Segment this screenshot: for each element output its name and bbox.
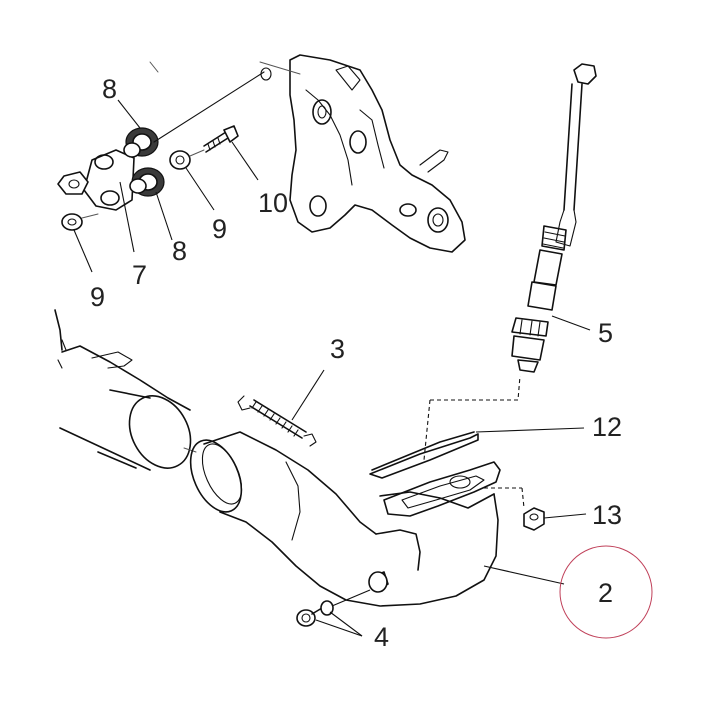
flange-nut bbox=[521, 487, 545, 531]
gear-lower bbox=[129, 167, 165, 197]
callout-2: 2 bbox=[598, 578, 613, 608]
spring bbox=[237, 395, 317, 447]
highlight-circle bbox=[559, 545, 653, 639]
callout-8-lower: 8 bbox=[172, 236, 187, 266]
callout-9-left: 9 bbox=[90, 282, 105, 312]
callout-8-upper: 8 bbox=[102, 74, 117, 104]
callout-3: 3 bbox=[330, 334, 345, 364]
bolt bbox=[189, 125, 239, 157]
callout-4: 4 bbox=[374, 622, 389, 652]
exhaust-bend bbox=[189, 431, 499, 607]
callout-13: 13 bbox=[592, 500, 622, 530]
header-pipe-left bbox=[54, 309, 197, 471]
callout-labels: 8 10 9 8 7 9 3 5 12 13 2 4 bbox=[90, 74, 622, 652]
callout-12: 12 bbox=[592, 412, 622, 442]
mount-bushing bbox=[296, 589, 371, 627]
callout-5: 5 bbox=[598, 318, 613, 348]
frame-bracket bbox=[149, 54, 466, 253]
footpeg-linkage bbox=[57, 149, 135, 211]
callout-7: 7 bbox=[132, 260, 147, 290]
callout-9-right: 9 bbox=[212, 214, 227, 244]
washer-right bbox=[169, 150, 191, 170]
washer-left bbox=[61, 213, 99, 231]
flange-gasket bbox=[369, 375, 522, 517]
lambda-sensor bbox=[511, 63, 597, 373]
gear-upper bbox=[123, 71, 265, 158]
leader-lines bbox=[73, 99, 591, 637]
callout-10: 10 bbox=[258, 188, 288, 218]
